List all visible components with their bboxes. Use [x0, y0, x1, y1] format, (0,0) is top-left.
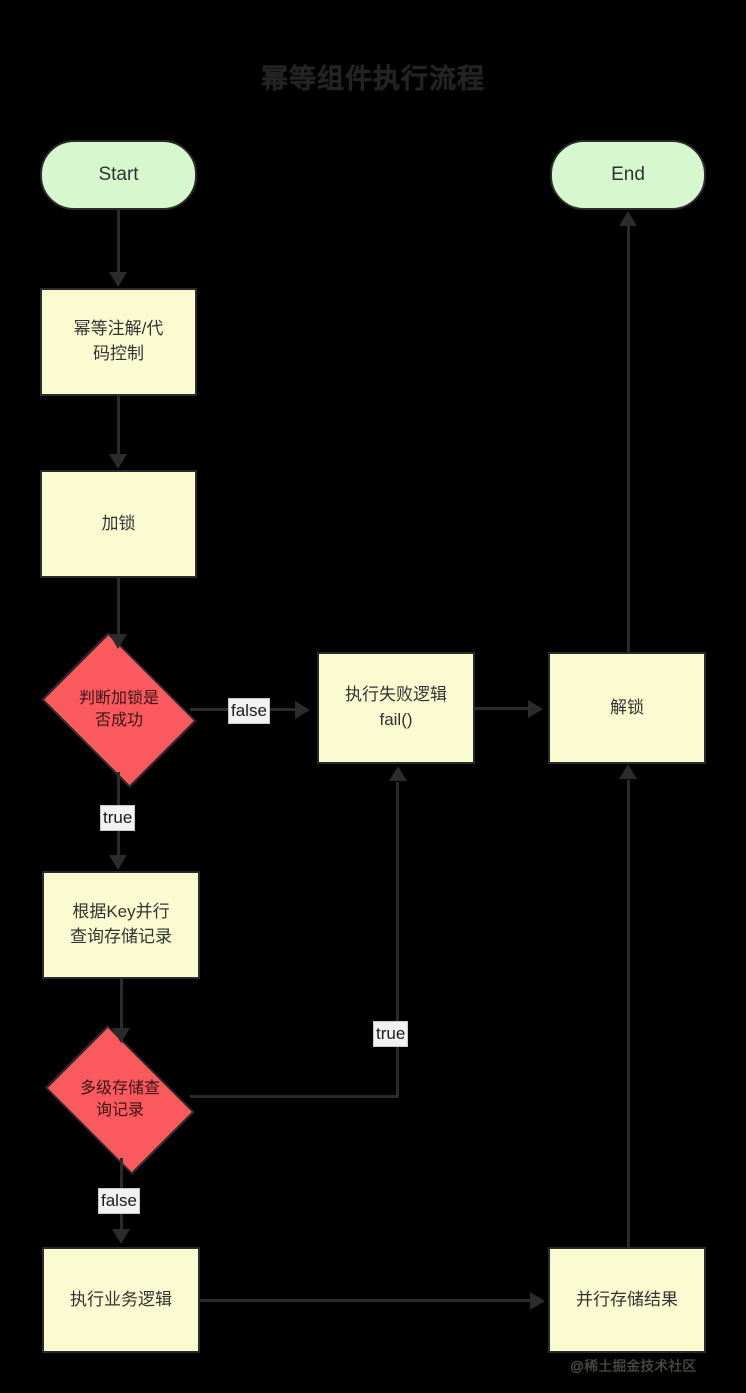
node-fail-logic[interactable]: 执行失败逻辑 fail()	[317, 652, 475, 764]
node-store-result[interactable]: 并行存储结果	[548, 1247, 706, 1353]
node-lock-success-decision[interactable]: 判断加锁是 否成功	[40, 632, 198, 788]
edge-business-to-store-arrowhead	[530, 1292, 545, 1310]
edge-label-lock-false: false	[228, 698, 270, 724]
node-start-label: Start	[98, 164, 139, 186]
node-business-logic-label: 执行业务逻辑	[70, 1289, 172, 1309]
node-multilevel-query-decision[interactable]: 多级存储查 询记录	[42, 1025, 198, 1175]
edge-start-to-annotation	[117, 210, 120, 274]
node-query-records-label: 根据Key并行 查询存储记录	[70, 902, 172, 946]
edge-fail-to-unlock-arrowhead	[528, 700, 543, 718]
edge-label-multilevel-true: true	[373, 1021, 409, 1047]
edge-lock-to-decision-arrowhead	[109, 634, 127, 649]
node-idempotent-annotation[interactable]: 幂等注解/代 码控制	[40, 288, 197, 396]
edge-multilevel-to-fail-vertical	[396, 782, 399, 1097]
node-lock-label: 加锁	[101, 513, 136, 533]
node-multilevel-query-decision-label: 多级存储查 询记录	[79, 1080, 160, 1119]
node-unlock[interactable]: 解锁	[548, 652, 706, 764]
node-lock[interactable]: 加锁	[40, 470, 197, 578]
edge-label-multilevel-false: false	[98, 1188, 140, 1214]
edge-query-to-multilevel-arrowhead	[112, 1028, 130, 1043]
edge-multilevel-to-fail-arrowhead	[389, 766, 407, 781]
watermark: @稀土掘金技术社区	[570, 1358, 697, 1374]
edge-store-to-unlock	[627, 780, 630, 1248]
edge-annotation-to-lock	[117, 396, 120, 456]
edge-label-lock-true: true	[100, 805, 136, 831]
edge-multilevel-to-fail-horizontal	[190, 1095, 398, 1098]
node-unlock-label: 解锁	[610, 697, 644, 717]
edge-fail-to-unlock	[475, 707, 528, 710]
edge-business-to-store	[200, 1299, 532, 1302]
edge-store-to-unlock-arrowhead	[619, 764, 637, 779]
edge-unlock-to-end	[627, 226, 630, 654]
node-end[interactable]: End	[550, 140, 706, 210]
node-query-records[interactable]: 根据Key并行 查询存储记录	[42, 871, 200, 979]
node-business-logic[interactable]: 执行业务逻辑	[42, 1247, 200, 1353]
node-fail-logic-label: 执行失败逻辑 fail()	[345, 685, 447, 729]
edge-start-to-annotation-arrowhead	[109, 272, 127, 287]
edge-multilevel-to-business-arrowhead	[112, 1229, 130, 1244]
edge-decision-to-query-arrowhead	[109, 855, 127, 870]
node-store-result-label: 并行存储结果	[576, 1289, 678, 1309]
node-end-label: End	[611, 164, 645, 186]
diagram-title: 幂等组件执行流程	[261, 64, 485, 94]
node-lock-success-decision-label: 判断加锁是 否成功	[78, 690, 159, 729]
edge-unlock-to-end-arrowhead	[619, 211, 637, 226]
edge-query-to-multilevel	[120, 979, 123, 1031]
node-start[interactable]: Start	[40, 140, 197, 210]
edge-lock-to-decision	[117, 578, 120, 636]
edge-decision-to-fail-arrowhead	[295, 701, 310, 719]
edge-annotation-to-lock-arrowhead	[109, 454, 127, 469]
node-idempotent-annotation-label: 幂等注解/代 码控制	[73, 319, 164, 363]
